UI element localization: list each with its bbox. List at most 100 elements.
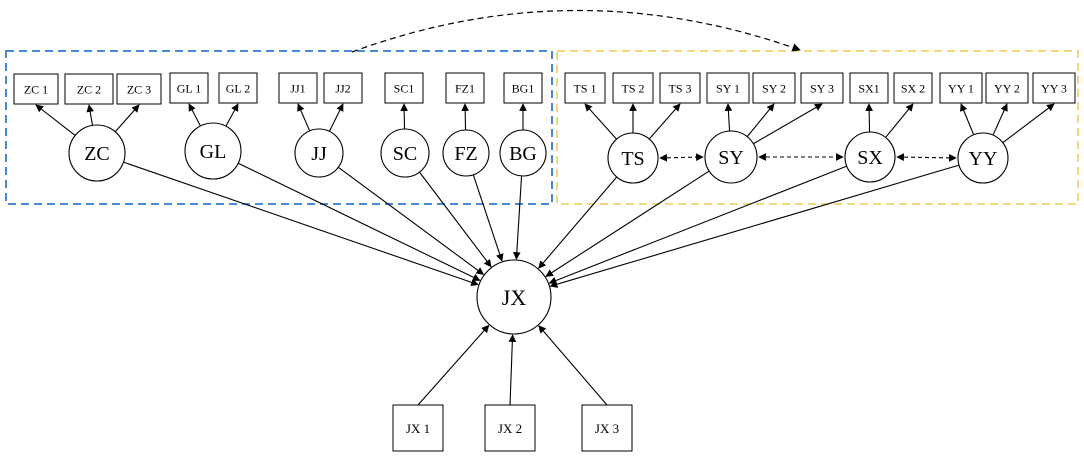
loading-arrow-yy-yy-1 xyxy=(960,103,975,135)
indicator-label-sy-3: SY 3 xyxy=(810,82,834,96)
indicator-box-ts-2 xyxy=(612,72,654,104)
indicator-label-yy-1: YY 1 xyxy=(948,82,974,96)
loading-arrow-sy-sy-3 xyxy=(753,103,823,145)
path-arrow-bg-jx xyxy=(512,175,523,260)
latent-jj xyxy=(294,128,344,178)
indicator-box-bg1 xyxy=(503,72,543,104)
path-arrow-zc-jx xyxy=(123,161,479,286)
indicator-box-sc1 xyxy=(384,72,424,104)
indicator-box-fz1 xyxy=(445,72,485,104)
indicator-box-zc-3 xyxy=(116,73,162,105)
latent-yy xyxy=(957,132,1009,184)
latent-label-sc: SC xyxy=(393,143,417,165)
indicator-label-jx-1: JX 1 xyxy=(406,421,430,436)
path-arrow-ts-jx xyxy=(538,176,618,269)
latent-sc xyxy=(380,128,430,178)
indicator-box-sy-2 xyxy=(752,72,796,104)
indicator-label-ts-2: TS 2 xyxy=(621,82,644,96)
indicator-box-yy-1 xyxy=(939,72,983,104)
indicator-label-jx-2: JX 2 xyxy=(498,421,522,436)
path-arrow-fz-jx xyxy=(472,174,504,262)
latent-ts xyxy=(607,132,659,184)
indicator-label-sc1: SC1 xyxy=(394,82,415,96)
indicator-box-sx-2 xyxy=(893,72,933,104)
indicator-label-fz1: FZ1 xyxy=(455,82,475,96)
indicator-label-zc-3: ZC 3 xyxy=(127,83,151,97)
latent-label-bg: BG xyxy=(509,143,537,165)
indicator-box-yy-3 xyxy=(1032,72,1076,104)
latent-gl xyxy=(184,122,242,180)
latent-sy xyxy=(704,130,758,184)
indicator-box-zc-2 xyxy=(64,73,114,105)
indicator-box-jx-1 xyxy=(392,404,444,452)
latent-label-sx: SX xyxy=(857,147,883,169)
latent-label-yy: YY xyxy=(969,148,998,170)
loading-arrow-zc-zc-3 xyxy=(114,104,140,133)
indicator-box-sy-3 xyxy=(800,72,844,104)
indicator-box-jj2 xyxy=(323,72,363,104)
indicator-label-bg1: BG1 xyxy=(512,82,535,96)
loading-arrow-sy-sy-1 xyxy=(724,103,733,132)
indicator-box-sx1 xyxy=(849,72,889,104)
indicator-box-sy-1 xyxy=(706,72,750,104)
group-box-left xyxy=(5,50,553,205)
indicator-label-jj1: JJ1 xyxy=(290,82,305,96)
path-arrow-yy-jx xyxy=(549,164,960,288)
indicator-box-jj1 xyxy=(278,72,318,104)
indicator-box-zc-1 xyxy=(13,73,59,105)
correlation-ts-sy xyxy=(659,153,704,162)
loading-arrow-sx-sx-2 xyxy=(885,103,914,138)
group-link-arrow xyxy=(351,9,801,53)
latent-bg xyxy=(499,129,547,177)
indicator-arrow-jx-3-jx xyxy=(538,325,608,406)
indicator-box-jx-3 xyxy=(581,404,633,452)
loading-arrow-zc-zc-1 xyxy=(35,104,76,136)
loading-arrow-fz-fz1 xyxy=(461,103,469,131)
indicator-label-ts-3: TS 3 xyxy=(668,82,691,96)
indicator-label-yy-2: YY 2 xyxy=(994,82,1020,96)
path-arrow-jj-jx xyxy=(337,166,485,275)
latent-zc xyxy=(68,124,126,182)
latent-sx xyxy=(844,131,896,183)
indicator-label-jx-3: JX 3 xyxy=(595,421,619,436)
path-arrow-sx-jx xyxy=(548,165,847,285)
indicator-box-ts-1 xyxy=(564,72,606,104)
indicator-label-gl-1: GL 1 xyxy=(177,82,202,96)
latent-label-zc: ZC xyxy=(84,143,110,165)
indicator-box-jx-2 xyxy=(484,404,536,452)
loading-arrow-jj-jj2 xyxy=(328,103,344,132)
loading-arrow-gl-gl-2 xyxy=(225,103,239,127)
indicator-box-gl-1 xyxy=(169,72,209,104)
target-label: JX xyxy=(502,285,527,310)
latent-label-ts: TS xyxy=(621,148,644,170)
indicator-label-zc-1: ZC 1 xyxy=(24,83,48,97)
target-jx xyxy=(476,259,552,335)
indicator-label-ts-1: TS 1 xyxy=(573,82,596,96)
indicator-label-zc-2: ZC 2 xyxy=(77,83,101,97)
latent-fz xyxy=(442,129,490,177)
loading-arrow-sx-sx1 xyxy=(865,103,873,133)
loading-arrow-yy-yy-2 xyxy=(992,103,1008,136)
correlation-sx-yy xyxy=(896,153,957,162)
indicator-label-sy-1: SY 1 xyxy=(716,82,740,96)
loading-arrow-zc-zc-2 xyxy=(86,104,94,126)
indicator-label-sx1: SX1 xyxy=(858,82,879,96)
indicator-label-gl-2: GL 2 xyxy=(226,82,251,96)
indicator-box-ts-3 xyxy=(659,72,701,104)
indicator-label-sy-2: SY 2 xyxy=(762,82,786,96)
loading-arrow-gl-gl-1 xyxy=(188,103,201,127)
loading-arrow-sy-sy-2 xyxy=(746,103,775,138)
path-arrow-sc-jx xyxy=(419,171,492,268)
indicator-box-yy-2 xyxy=(985,72,1029,104)
indicator-arrow-jx-1-jx xyxy=(417,324,490,406)
latent-label-sy: SY xyxy=(718,147,744,169)
loading-arrow-jj-jj1 xyxy=(297,103,311,132)
latent-label-gl: GL xyxy=(200,141,227,163)
path-arrow-sy-jx xyxy=(545,170,710,277)
path-arrow-gl-jx xyxy=(237,162,481,281)
loading-arrow-ts-ts-1 xyxy=(584,103,617,140)
indicator-arrow-jx-2-jx xyxy=(508,334,517,406)
latent-label-fz: FZ xyxy=(454,143,477,165)
indicator-box-gl-2 xyxy=(218,72,258,104)
